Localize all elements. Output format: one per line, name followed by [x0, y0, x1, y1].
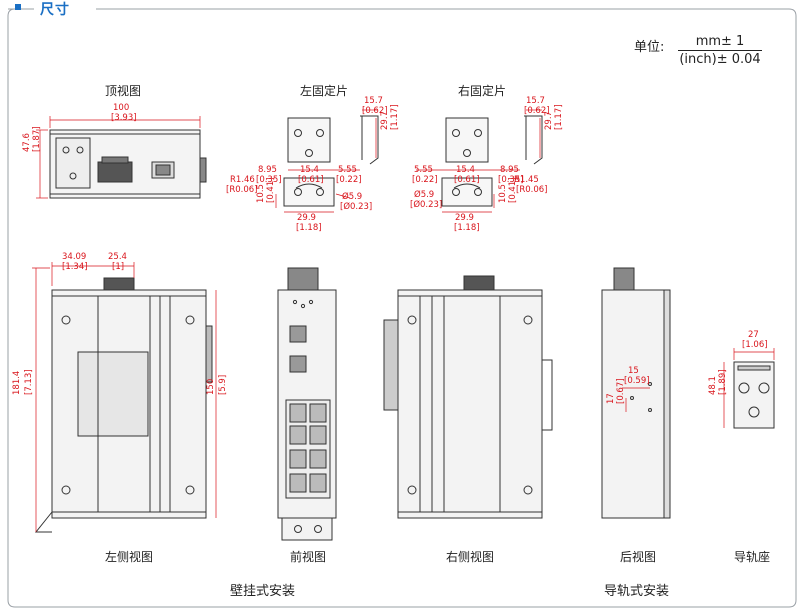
view-label-front: 前视图 — [290, 550, 327, 564]
header-bullet-icon — [15, 4, 21, 10]
front-view-drawing — [277, 267, 337, 541]
dimension-lb-29-7-in: [1.17] — [390, 104, 400, 130]
dimension-ls-34: 34.09 — [62, 252, 87, 262]
back-view-drawing — [601, 267, 671, 519]
dimension-lb-15-4-in: [0.61] — [298, 175, 324, 185]
view-label-left-bracket: 左固定片 — [300, 84, 349, 98]
dimension-lb-5-55-in: [0.22] — [336, 175, 362, 185]
dimension-lb-15-7-in: [0.62] — [362, 106, 388, 116]
dimension-rb-5-55: 5.55 — [414, 165, 433, 175]
unit-numerator: mm± 1 — [695, 34, 745, 49]
view-label-rail-seat: 导轨座 — [734, 550, 771, 564]
unit-denominator: (inch)± 0.04 — [679, 52, 761, 67]
dimension-lb-10-5: 10.5 — [256, 184, 266, 203]
left-side-drawing — [34, 277, 213, 533]
dimension-lb-r-in: [R0.06] — [226, 185, 258, 195]
dimension-lb-29-9: 29.9 — [297, 213, 316, 223]
right-bracket-dim-lines — [416, 109, 542, 213]
dimension-bk-17-in: [0.67] — [616, 378, 626, 404]
view-label-right-side: 右侧视图 — [446, 550, 495, 564]
right-bracket-drawing — [441, 115, 543, 207]
dimension-top-w-in: [3.93] — [111, 113, 137, 123]
dimension-ls-34-in: [1.34] — [62, 262, 88, 272]
dimension-rb-8-95: 8.95 — [500, 165, 519, 175]
dimension-ls-150-in: [5.9] — [218, 374, 228, 395]
right-side-drawing — [383, 275, 553, 519]
back-view-dim-lines — [622, 387, 650, 412]
dimension-rb-d-in: [Ø0.23] — [410, 200, 443, 210]
unit-fraction: mm± 1 (inch)± 0.04 — [678, 34, 762, 67]
dimension-lb-5-55: 5.55 — [338, 165, 357, 175]
dimension-rb-10-5: 10.5 — [498, 184, 508, 203]
left-side-dim-lines — [32, 262, 217, 532]
dimension-bk-15: 15 — [628, 366, 639, 376]
dimension-rb-10-5-in: [0.41] — [508, 177, 518, 203]
dimension-lb-29-7: 29.7 — [380, 111, 390, 130]
dimension-rb-29-7: 29.7 — [544, 111, 554, 130]
dimension-lb-10-5-in: [0.41] — [266, 177, 276, 203]
dimension-bk-15-in: [0.59] — [624, 376, 650, 386]
dimension-bk-17: 17 — [606, 393, 616, 404]
dimension-rb-29-9-in: [1.18] — [454, 223, 480, 233]
rail-seat-drawing — [733, 361, 775, 429]
page-title: 尺寸 — [40, 2, 70, 18]
top-view-drawing — [49, 129, 207, 199]
dimension-lb-8-95-in: [0.35] — [256, 175, 282, 185]
dimension-top-h: 47.6 — [22, 133, 32, 152]
dimension-rs-27-in: [1.06] — [742, 340, 768, 350]
dimension-rb-15-7: 15.7 — [526, 96, 545, 106]
section-wall-mount: 壁挂式安装 — [230, 584, 296, 599]
dimension-rb-8-95-in: [0.35] — [498, 175, 524, 185]
dimension-rs-48-in: [1.89] — [718, 369, 728, 395]
dimension-rb-r-in: [R0.06] — [516, 185, 548, 195]
view-label-back: 后视图 — [620, 550, 657, 564]
dimension-rb-15-7-in: [0.62] — [524, 106, 550, 116]
view-label-top: 顶视图 — [105, 84, 142, 98]
dimension-rb-5-55-in: [0.22] — [412, 175, 438, 185]
dimension-ls-181: 181.4 — [12, 370, 22, 395]
dimension-top-w: 100 — [113, 103, 130, 113]
dimension-top-h-in: [1.87] — [32, 126, 42, 152]
dimension-lb-d-in: [Ø0.23] — [340, 202, 373, 212]
dimension-ls-25-in: [1] — [112, 262, 125, 272]
rail-seat-dim-lines — [723, 348, 775, 428]
dimension-rb-29-9: 29.9 — [455, 213, 474, 223]
dimension-lb-29-9-in: [1.18] — [296, 223, 322, 233]
dimension-rb-r: R1.45 — [514, 175, 539, 185]
dimension-ls-25: 25.4 — [108, 252, 127, 262]
dimension-rb-15-4: 15.4 — [456, 165, 475, 175]
dimension-rs-48: 48.1 — [708, 376, 718, 395]
dimension-rb-29-7-in: [1.17] — [554, 104, 564, 130]
dimension-lb-15-4: 15.4 — [300, 165, 319, 175]
view-label-left-side: 左侧视图 — [105, 550, 154, 564]
dimension-ls-181-in: [7.13] — [24, 369, 34, 395]
dimension-ls-150: 150 — [206, 378, 216, 395]
dimension-lb-r: R1.46 — [230, 175, 255, 185]
unit-legend: 单位: mm± 1 (inch)± 0.04 — [634, 34, 762, 67]
dimension-lb-d: Ø5.9 — [342, 192, 363, 202]
unit-prefix: 单位: — [634, 40, 665, 55]
top-view-dim-lines — [36, 116, 201, 199]
section-din-mount: 导轨式安装 — [604, 584, 670, 599]
dimension-lb-15-7: 15.7 — [364, 96, 383, 106]
left-bracket-dim-lines — [275, 109, 378, 213]
dimension-rb-15-4-in: [0.61] — [454, 175, 480, 185]
dimension-rs-27: 27 — [748, 330, 759, 340]
dimension-lb-8-95: 8.95 — [258, 165, 277, 175]
left-bracket-drawing — [283, 115, 379, 207]
view-label-right-bracket: 右固定片 — [458, 84, 507, 98]
dimension-rb-d: Ø5.9 — [414, 190, 435, 200]
